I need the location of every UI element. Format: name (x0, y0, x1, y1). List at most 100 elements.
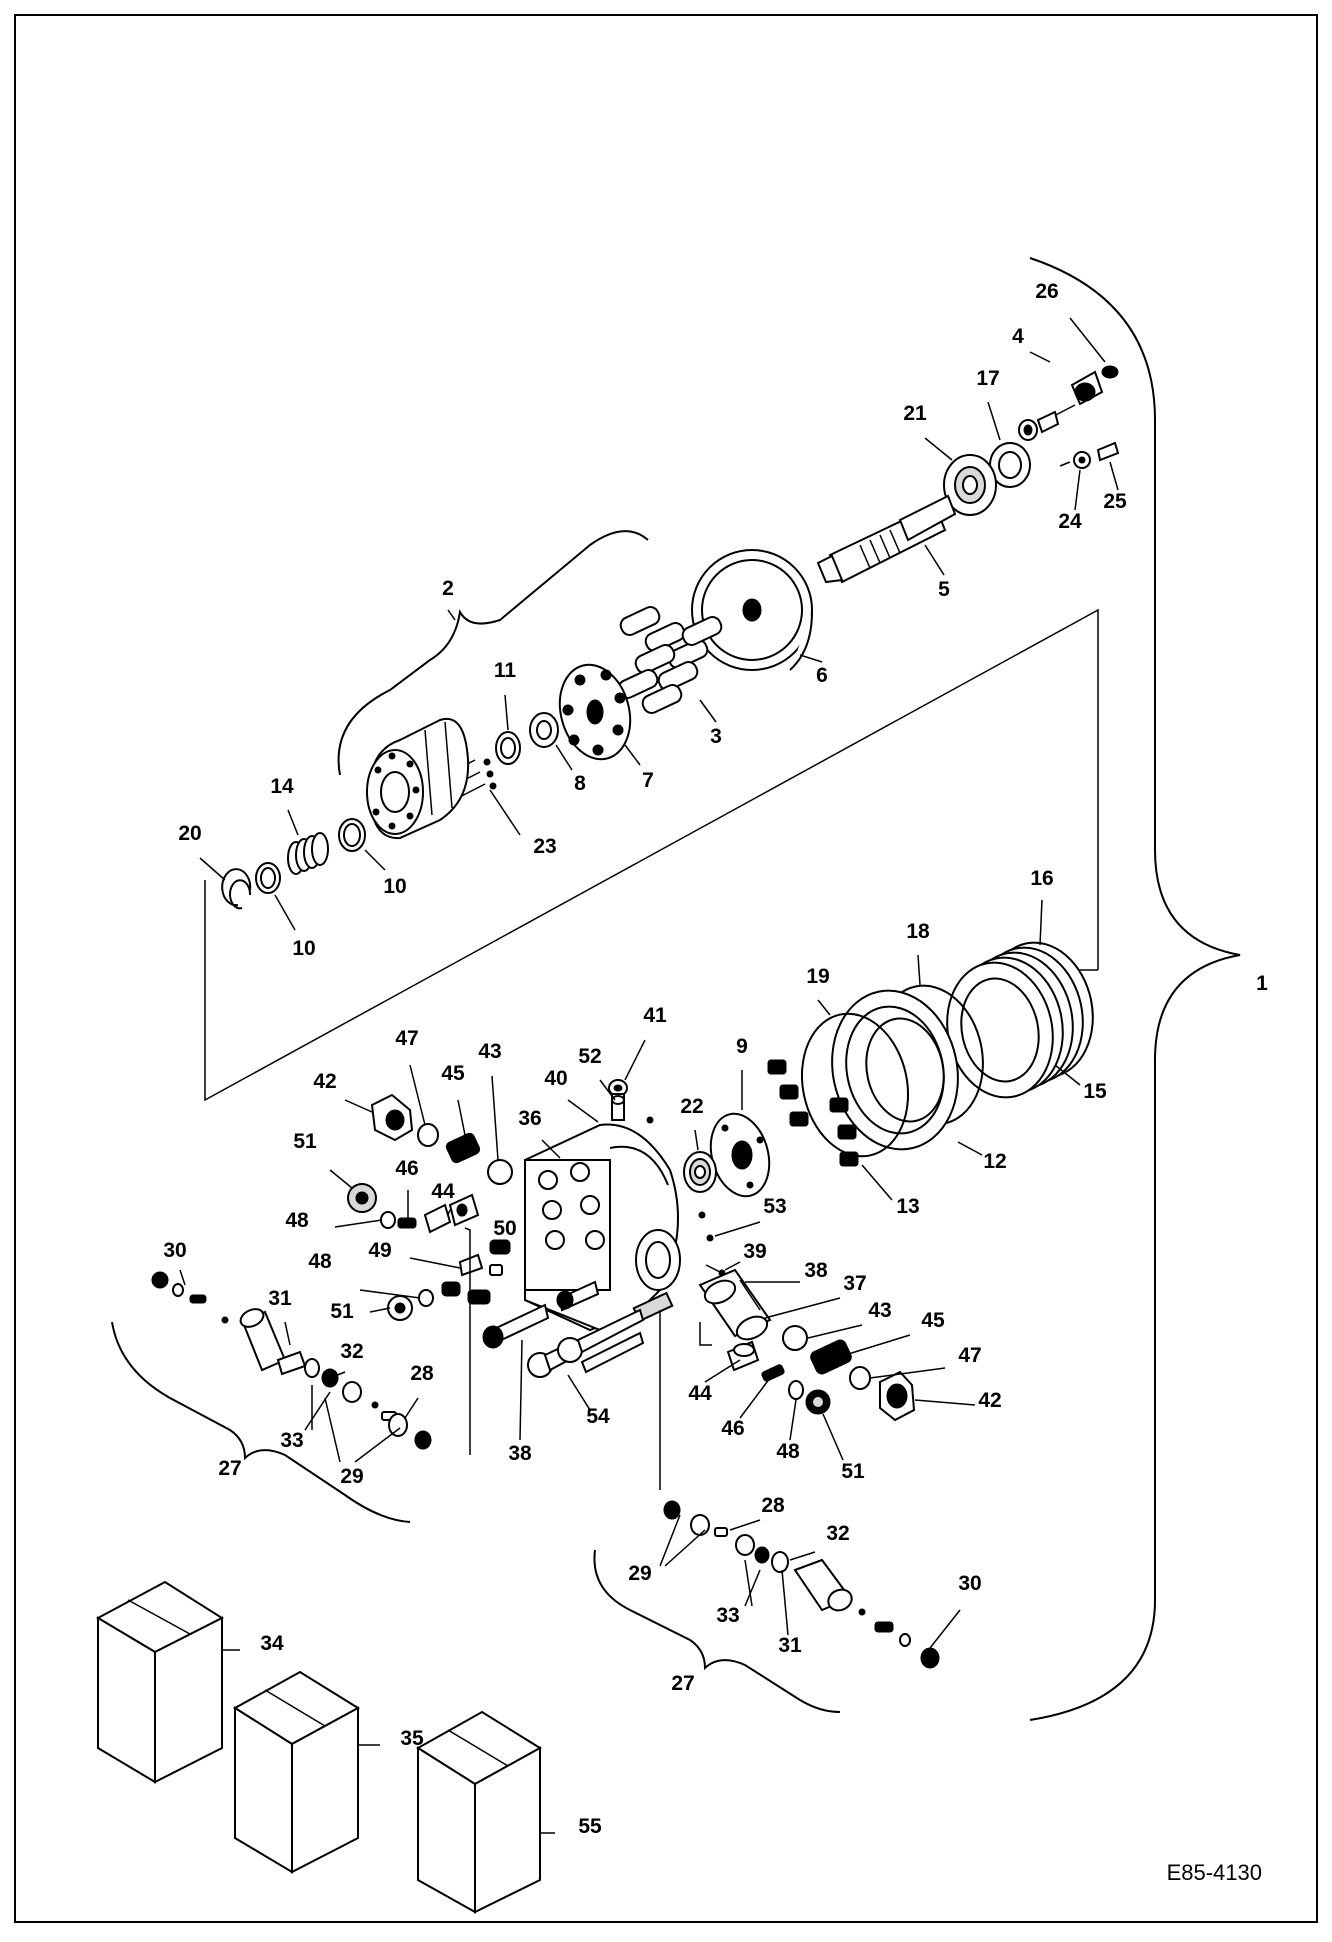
leader-line-41 (624, 1039, 646, 1081)
leader-line-12 (957, 1141, 983, 1156)
part-32-33-seals-left (304, 1358, 362, 1403)
leader-line-46 (739, 1377, 771, 1419)
part-47-oring-left (417, 1123, 439, 1147)
leader-line-38 (519, 1339, 523, 1441)
leader-line-14 (287, 809, 299, 836)
drawing-reference-code: E85-4130 (1167, 1860, 1262, 1885)
assembly-brace-27-left (111, 1321, 411, 1523)
leader-line-21 (924, 437, 953, 461)
leader-line-44 (704, 1359, 741, 1383)
part-38-bolt-left (482, 1303, 550, 1349)
part-45-spring-right (810, 1339, 852, 1375)
leader-line-2 (447, 609, 456, 621)
leader-line-25 (1109, 461, 1119, 491)
callout-label-9: 9 (736, 1035, 748, 1058)
callout-label-30: 30 (163, 1239, 186, 1262)
callout-label-45: 45 (921, 1309, 945, 1332)
leader-line-10 (364, 849, 386, 871)
part-24-25-pins (1059, 441, 1120, 469)
callout-labels: 1234567891010111213141516171819202122232… (163, 280, 1268, 1838)
leader-line-44 (447, 1209, 451, 1216)
part-45-spring-left (445, 1132, 481, 1164)
part-13-springs (767, 1059, 859, 1167)
callout-label-13: 13 (896, 1195, 919, 1218)
callout-label-35: 35 (400, 1727, 424, 1750)
part-31-valve-body-left (221, 1308, 307, 1376)
part-50-plug (489, 1239, 511, 1255)
callout-label-10: 10 (383, 875, 406, 898)
leader-line-26 (1069, 317, 1106, 363)
callout-label-24: 24 (1058, 510, 1082, 533)
leader-line-29 (354, 1427, 401, 1463)
part-spool-lower-left (441, 1264, 503, 1305)
part-48-oring-upper (380, 1211, 396, 1229)
leader-line-39 (724, 1261, 741, 1271)
leader-line-53 (714, 1221, 761, 1237)
callout-label-25: 25 (1103, 490, 1127, 513)
leader-line-47 (869, 1367, 946, 1379)
part-49-pin (458, 1253, 484, 1277)
leader-line-50 (499, 1239, 506, 1243)
leader-line-4 (1029, 351, 1051, 363)
callout-label-52: 52 (578, 1045, 601, 1068)
callout-label-4: 4 (1012, 325, 1024, 348)
leader-line-29 (324, 1397, 341, 1463)
part-22-bearing (683, 1151, 717, 1193)
callout-label-51: 51 (841, 1460, 865, 1483)
callout-label-23: 23 (533, 835, 556, 858)
callout-label-50: 50 (493, 1217, 516, 1240)
leader-line-47 (409, 1064, 426, 1126)
part-17-washer (989, 419, 1038, 488)
callout-label-41: 41 (643, 1004, 667, 1027)
callout-label-28: 28 (410, 1362, 434, 1385)
callout-label-27: 27 (218, 1457, 241, 1480)
callout-label-32: 32 (826, 1522, 849, 1545)
callout-label-44: 44 (431, 1180, 455, 1203)
callout-label-45: 45 (441, 1062, 465, 1085)
callout-label-40: 40 (544, 1067, 567, 1090)
callout-label-14: 14 (270, 775, 294, 798)
callout-label-39: 39 (743, 1240, 766, 1263)
callout-label-21: 21 (903, 402, 927, 425)
part-42-plug-right (879, 1370, 916, 1422)
callout-label-32: 32 (340, 1340, 363, 1363)
leader-line-51 (822, 1413, 844, 1461)
leader-line-30 (179, 1269, 186, 1286)
callout-label-20: 20 (178, 822, 201, 845)
callout-label-44: 44 (688, 1382, 712, 1405)
leader-line-43 (491, 1075, 499, 1161)
callout-label-33: 33 (716, 1604, 739, 1627)
callout-label-46: 46 (721, 1417, 744, 1440)
callout-label-51: 51 (293, 1130, 317, 1153)
leader-line-20 (199, 857, 226, 881)
callout-label-5: 5 (938, 578, 950, 601)
callout-label-30: 30 (958, 1572, 981, 1595)
assembly-brace-27-right (593, 1549, 841, 1713)
callout-label-16: 16 (1030, 867, 1053, 890)
part-44-spool-right (726, 1340, 760, 1372)
callout-label-11: 11 (494, 659, 517, 682)
callout-label-6: 6 (816, 664, 828, 687)
callout-label-28: 28 (761, 1494, 785, 1517)
part-43-washer-left (487, 1159, 513, 1185)
leader-line-32 (329, 1371, 346, 1379)
callout-label-48: 48 (776, 1440, 800, 1463)
callout-label-15: 15 (1083, 1080, 1107, 1103)
part-4-cap (1036, 365, 1119, 434)
leader-line-33 (744, 1559, 753, 1607)
callout-label-49: 49 (368, 1239, 391, 1262)
leader-line-37 (764, 1297, 841, 1319)
part-44-spool-upper (423, 1193, 480, 1234)
leader-line-6 (799, 654, 823, 663)
leader-line-36 (541, 1139, 561, 1159)
leader-line-24 (1074, 469, 1081, 511)
leader-line-17 (987, 401, 1001, 441)
part-51-plug-lower-left (387, 1295, 413, 1321)
part-51-plug-right (805, 1389, 831, 1415)
callout-label-17: 17 (976, 367, 999, 390)
leader-line-48 (359, 1289, 421, 1299)
part-8-ball-guide (529, 712, 559, 748)
callout-label-34: 34 (260, 1632, 284, 1655)
